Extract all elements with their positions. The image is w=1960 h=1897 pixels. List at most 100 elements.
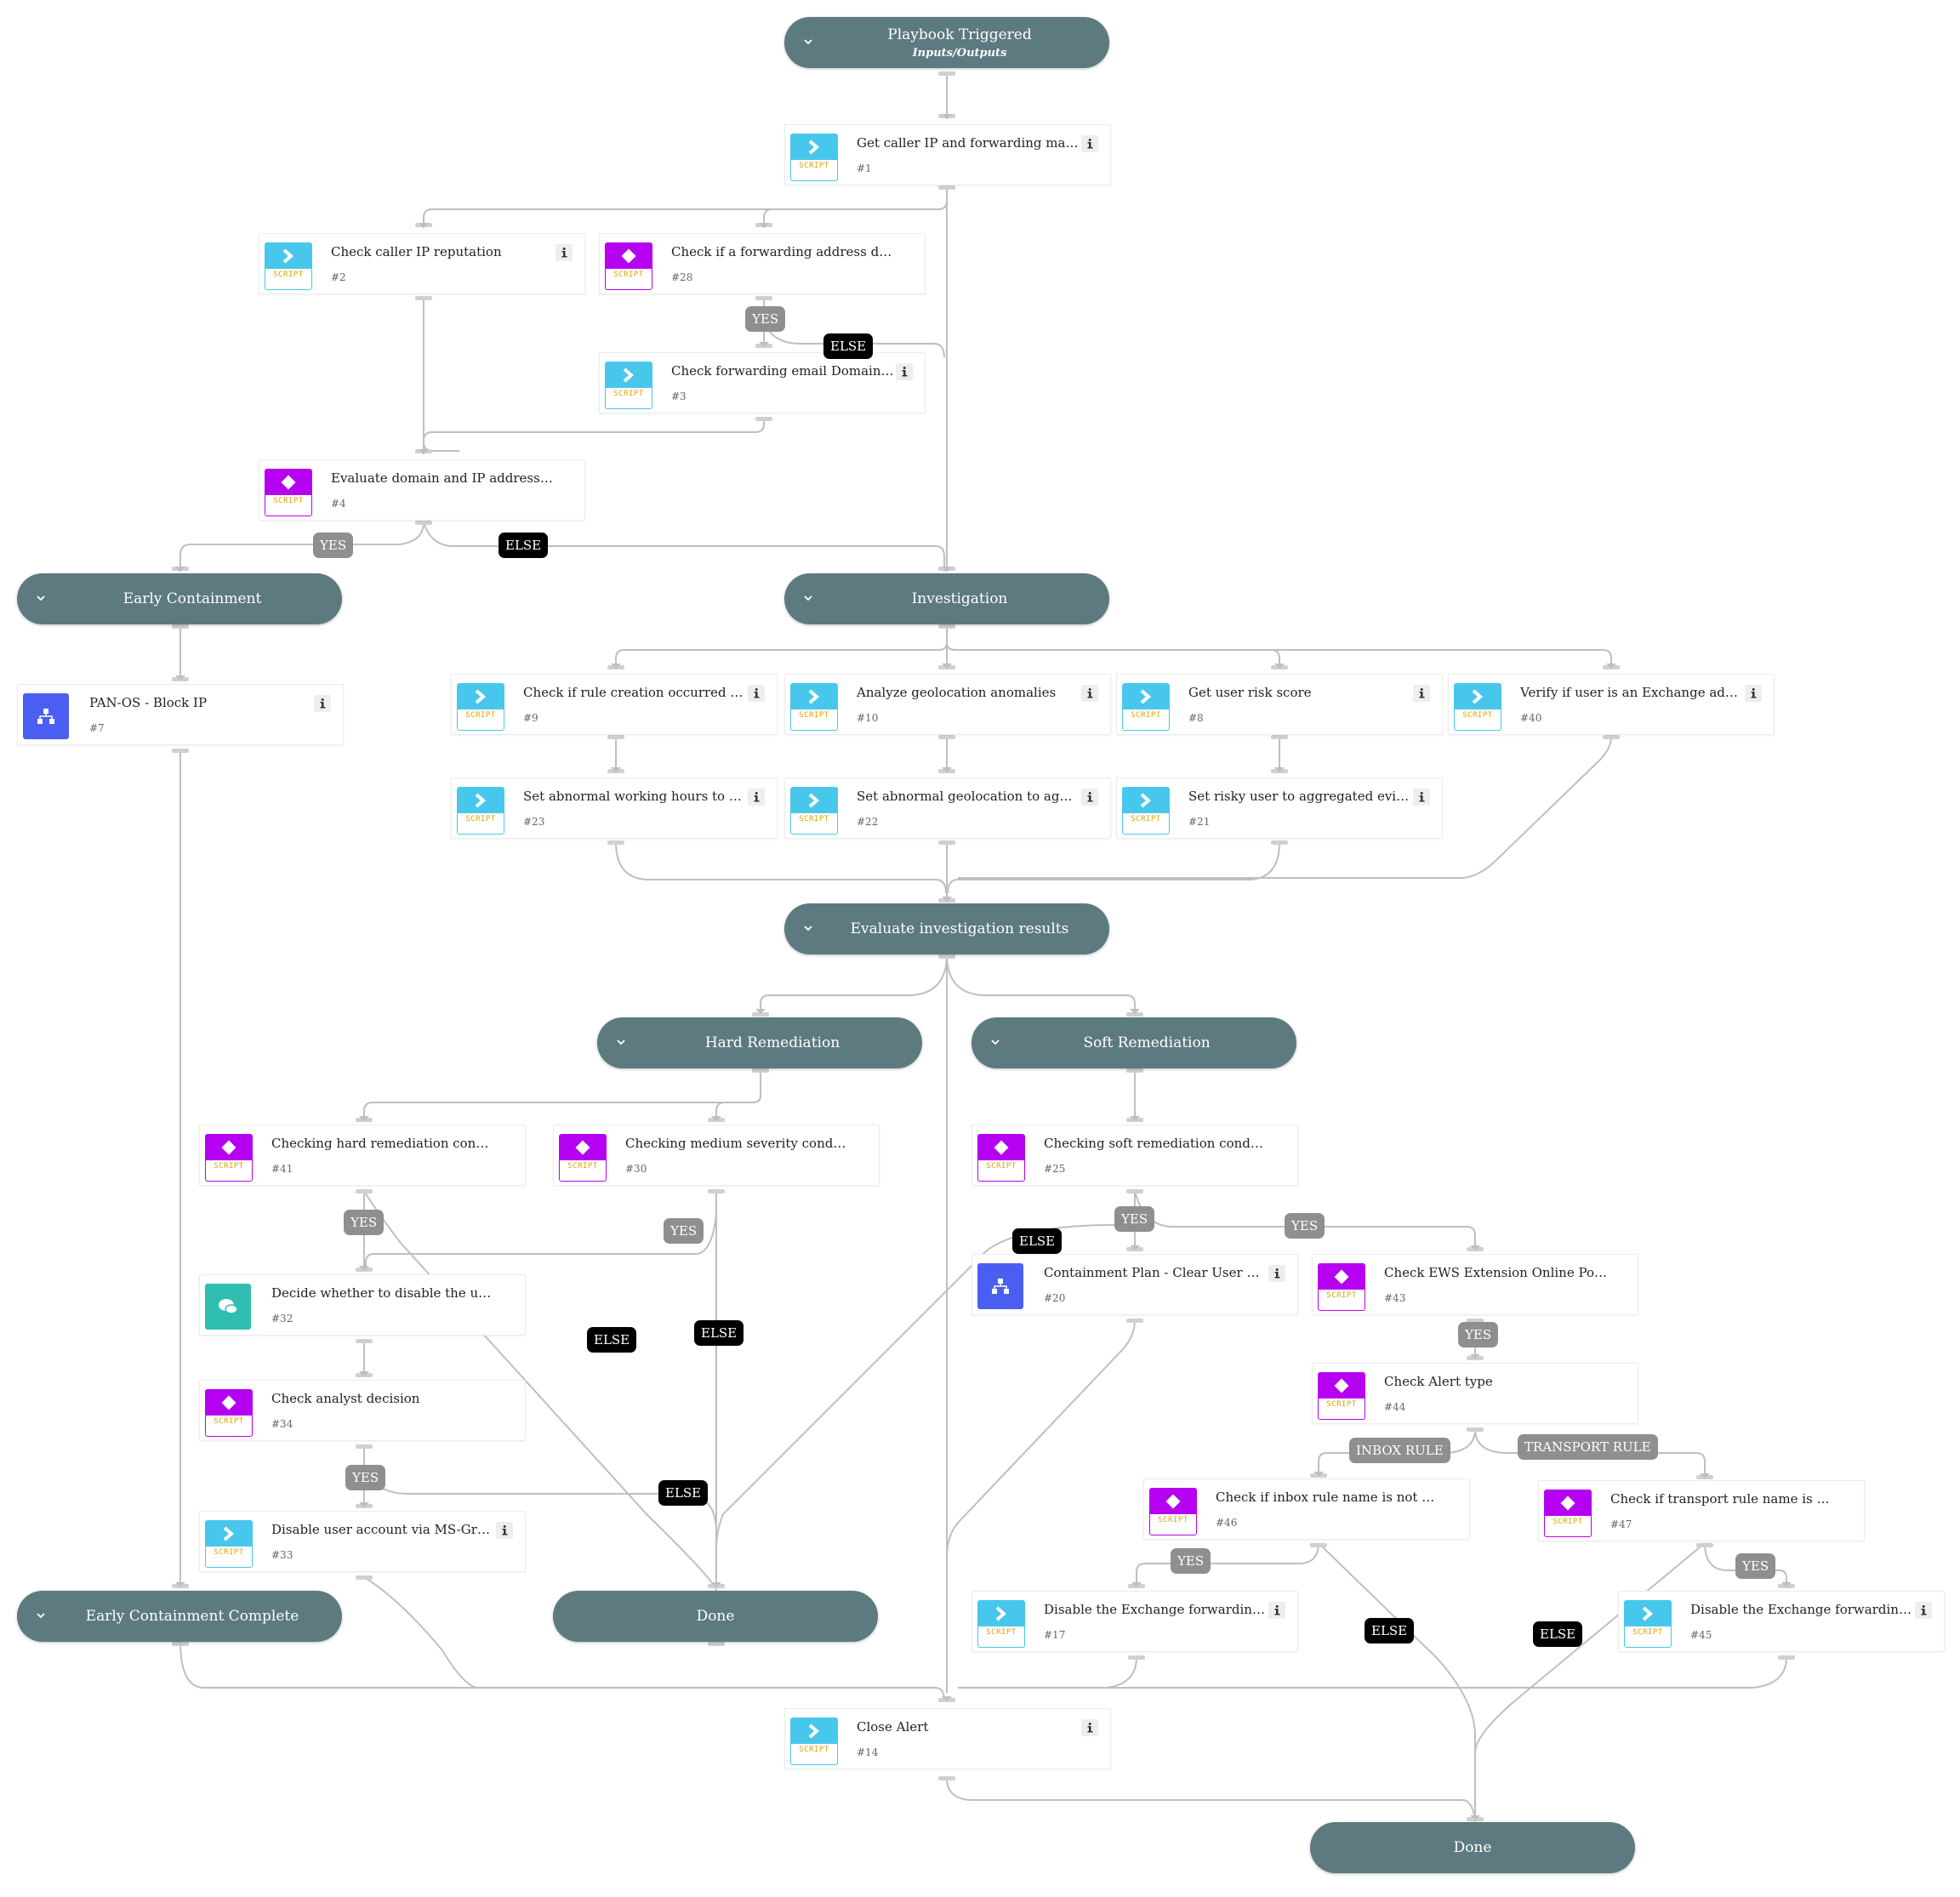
- condition-branch-label: YES: [745, 306, 786, 332]
- task-name: Containment Plan - Clear User Sessions: [1044, 1265, 1267, 1280]
- condition-task-icon: SCRIPT: [1318, 1263, 1365, 1311]
- task-card[interactable]: SCRIPT Evaluate domain and IP address ris…: [259, 459, 585, 521]
- else-branch-label: ELSE: [694, 1320, 744, 1346]
- task-card[interactable]: Decide whether to disable the user accou…: [199, 1274, 526, 1336]
- script-label: SCRIPT: [567, 1162, 598, 1171]
- condition-task-icon: SCRIPT: [205, 1134, 253, 1182]
- script-task-icon: SCRIPT: [457, 787, 504, 835]
- task-name: Evaluate domain and IP address risk leve…: [331, 470, 554, 486]
- info-icon[interactable]: [1081, 135, 1098, 152]
- task-name: Check if transport rule name is not empt…: [1610, 1491, 1833, 1507]
- else-branch-label: ELSE: [823, 333, 874, 359]
- task-card[interactable]: PAN-OS - Block IP#7: [17, 684, 344, 745]
- section-soft-remediation[interactable]: Soft Remediation: [971, 1017, 1296, 1068]
- condition-branch-label: YES: [1735, 1553, 1776, 1579]
- task-name: Disable user account via MS-Graph: [271, 1522, 494, 1537]
- script-label: SCRIPT: [214, 1548, 244, 1557]
- section-early-containment[interactable]: Early Containment: [17, 573, 342, 624]
- script-task-icon: SCRIPT: [1454, 683, 1501, 731]
- condition-task-icon: SCRIPT: [605, 242, 652, 290]
- task-number: #40: [1520, 712, 1542, 724]
- section-early-containment-complete[interactable]: Early Containment Complete: [17, 1591, 342, 1642]
- chevron-down-icon[interactable]: [36, 1610, 46, 1621]
- info-icon[interactable]: [748, 789, 765, 806]
- task-name: Verify if user is an Exchange admin: [1520, 685, 1743, 700]
- task-card[interactable]: SCRIPT Set abnormal working hours to aggr…: [451, 778, 778, 839]
- info-icon[interactable]: [896, 363, 913, 380]
- script-label: SCRIPT: [1632, 1628, 1663, 1637]
- info-icon[interactable]: [1413, 789, 1430, 806]
- script-label: SCRIPT: [1131, 815, 1161, 823]
- sub-playbook-icon: [977, 1263, 1023, 1309]
- script-label: SCRIPT: [465, 815, 496, 823]
- info-icon[interactable]: [1081, 1719, 1098, 1736]
- task-number: #10: [857, 712, 879, 724]
- info-icon[interactable]: [1745, 685, 1762, 702]
- section-investigation[interactable]: Investigation: [784, 573, 1109, 624]
- info-icon[interactable]: [1081, 685, 1098, 702]
- script-task-icon: SCRIPT: [977, 1600, 1025, 1648]
- task-card[interactable]: SCRIPT Checking hard remediation conditio…: [199, 1125, 526, 1186]
- info-icon[interactable]: [1268, 1602, 1285, 1619]
- section-subtitle-link[interactable]: Inputs/Outputs: [912, 47, 1007, 60]
- info-icon[interactable]: [496, 1522, 513, 1539]
- chevron-down-icon[interactable]: [803, 923, 813, 933]
- task-name: Check Alert type: [1384, 1374, 1493, 1389]
- script-label: SCRIPT: [1326, 1400, 1357, 1409]
- info-icon[interactable]: [1268, 1265, 1285, 1282]
- section-playbook-triggered[interactable]: Playbook Triggered Inputs/Outputs: [784, 17, 1109, 68]
- script-label: SCRIPT: [1131, 711, 1161, 720]
- task-number: #17: [1044, 1629, 1066, 1641]
- chevron-down-icon[interactable]: [803, 37, 813, 47]
- script-label: SCRIPT: [465, 711, 496, 720]
- condition-task-icon: SCRIPT: [559, 1134, 607, 1182]
- chevron-down-icon[interactable]: [990, 1037, 1000, 1047]
- info-icon[interactable]: [748, 685, 765, 702]
- task-name: Check forwarding email Domain repu…: [671, 363, 894, 379]
- task-card[interactable]: SCRIPT Verify if user is an Exchange admi…: [1448, 674, 1775, 735]
- script-label: SCRIPT: [613, 271, 644, 279]
- script-label: SCRIPT: [273, 497, 304, 505]
- section-done[interactable]: Done: [553, 1591, 878, 1642]
- chevron-down-icon[interactable]: [616, 1037, 626, 1047]
- section-title: Done: [696, 1608, 735, 1625]
- condition-branch-label: YES: [1285, 1213, 1325, 1239]
- info-icon[interactable]: [1413, 685, 1430, 702]
- script-task-icon: SCRIPT: [790, 134, 838, 181]
- task-number: #30: [625, 1163, 647, 1175]
- chevron-down-icon[interactable]: [36, 593, 46, 603]
- script-task-icon: SCRIPT: [1624, 1600, 1672, 1648]
- info-icon[interactable]: [1915, 1602, 1932, 1619]
- script-label: SCRIPT: [799, 815, 829, 823]
- chevron-down-icon[interactable]: [803, 593, 813, 603]
- info-icon[interactable]: [314, 695, 331, 712]
- task-card[interactable]: Containment Plan - Clear User Sessions#2…: [971, 1254, 1298, 1315]
- section-evaluate-investigation-results[interactable]: Evaluate investigation results: [784, 903, 1109, 954]
- task-name: Checking hard remediation conditions: [271, 1136, 494, 1151]
- section-done[interactable]: Done: [1310, 1822, 1635, 1873]
- info-icon[interactable]: [1081, 789, 1098, 806]
- info-icon[interactable]: [556, 244, 573, 261]
- task-name: Set abnormal working hours to aggre…: [523, 789, 746, 804]
- section-hard-remediation[interactable]: Hard Remediation: [597, 1017, 922, 1068]
